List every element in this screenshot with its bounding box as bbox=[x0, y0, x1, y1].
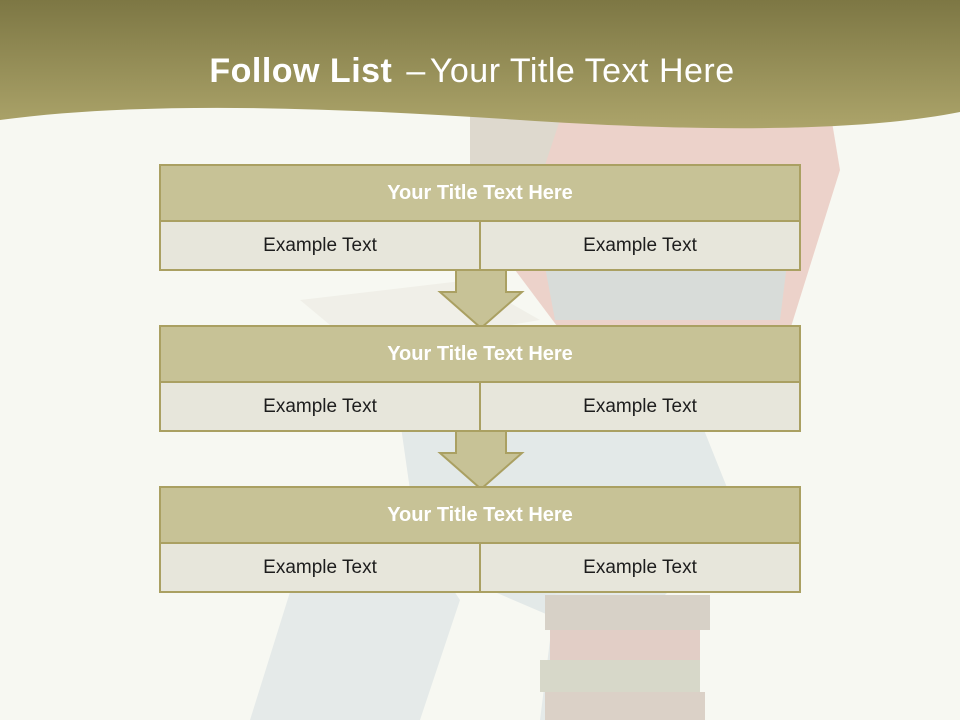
list-block-1: Your Title Text Here Example Text Exampl… bbox=[159, 164, 801, 271]
slide-title-text: Your Title Text Here bbox=[429, 52, 735, 90]
block-row: Example Text Example Text bbox=[159, 383, 801, 432]
block-cell-right[interactable]: Example Text bbox=[479, 544, 799, 591]
block-row: Example Text Example Text bbox=[159, 544, 801, 593]
block-cell-left[interactable]: Example Text bbox=[263, 395, 377, 417]
block-title[interactable]: Your Title Text Here bbox=[159, 164, 801, 222]
down-arrow-icon bbox=[437, 430, 525, 491]
block-title[interactable]: Your Title Text Here bbox=[159, 325, 801, 383]
slide-title: Follow List–Your Title Text Here bbox=[0, 52, 944, 91]
background-book-stack bbox=[540, 595, 710, 720]
block-row: Example Text Example Text bbox=[159, 222, 801, 271]
list-block-3: Your Title Text Here Example Text Exampl… bbox=[159, 486, 801, 593]
block-title[interactable]: Your Title Text Here bbox=[159, 486, 801, 544]
block-cell-right[interactable]: Example Text bbox=[479, 383, 799, 430]
block-cell-right[interactable]: Example Text bbox=[479, 222, 799, 269]
header-band bbox=[0, 0, 960, 129]
slide-title-bold: Follow List bbox=[209, 52, 393, 90]
list-block-2: Your Title Text Here Example Text Exampl… bbox=[159, 325, 801, 432]
block-cell-left[interactable]: Example Text bbox=[263, 556, 377, 578]
slide-title-separator: – bbox=[406, 52, 426, 90]
down-arrow-icon bbox=[437, 269, 525, 330]
block-cell-left[interactable]: Example Text bbox=[263, 234, 377, 256]
